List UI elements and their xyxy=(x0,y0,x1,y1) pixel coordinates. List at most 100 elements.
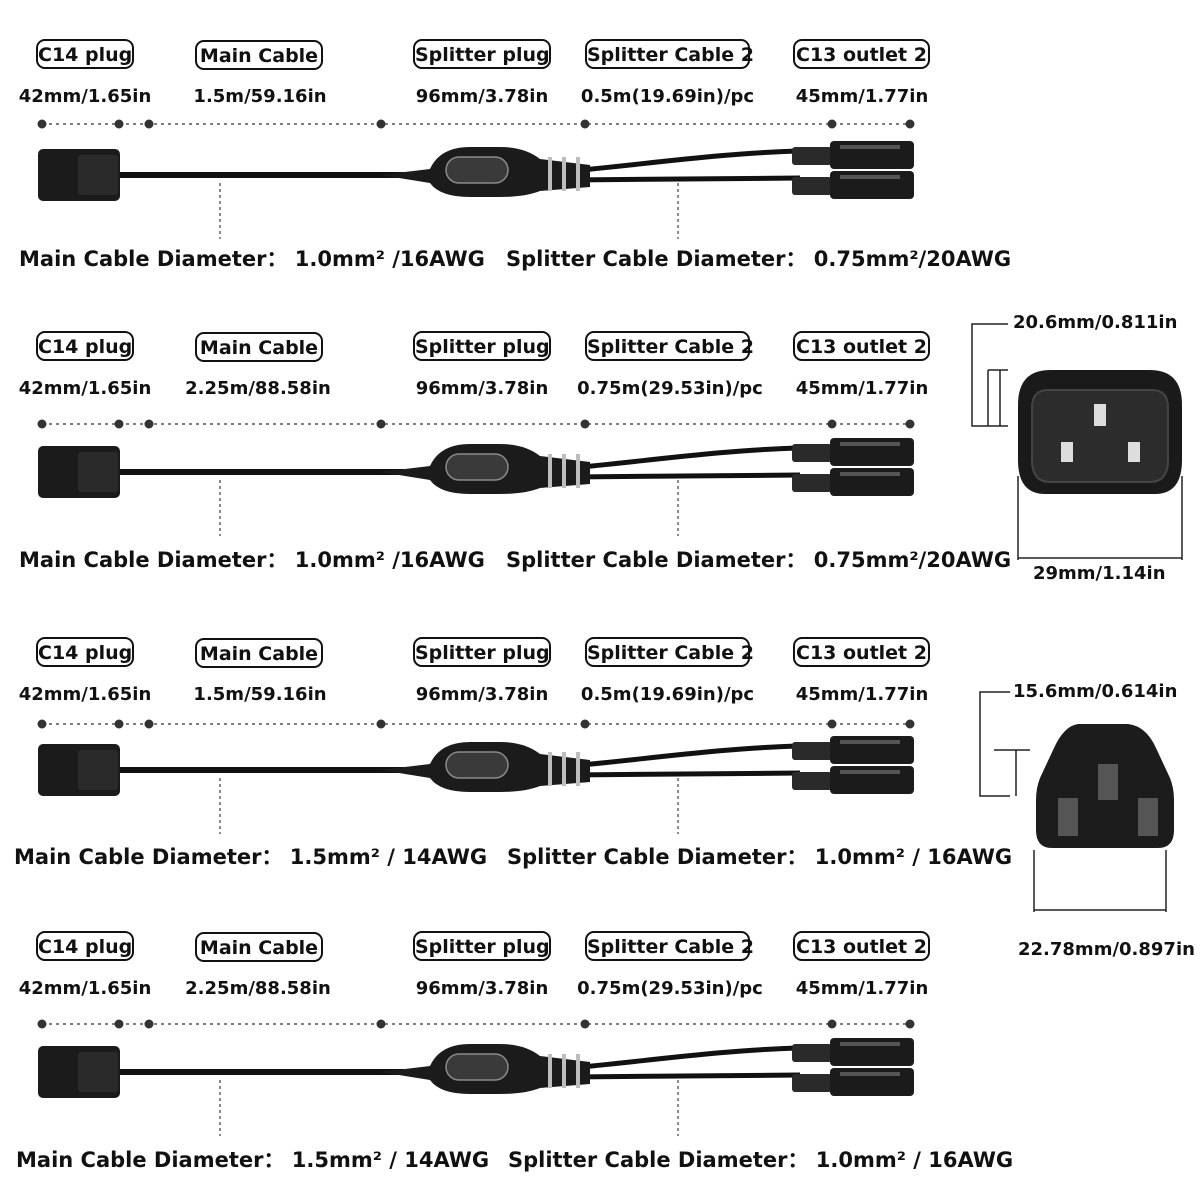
main-cable-length: 1.5m/59.16in xyxy=(193,86,327,107)
c13-outlet-lower-highlight xyxy=(840,472,900,476)
c13-outlet-label: C13 outlet 2 xyxy=(793,637,930,667)
main-cable-label: Main Cable xyxy=(195,332,323,362)
cable-variant-1: C14 plug Main Cable Splitter plug Splitt… xyxy=(0,0,1200,300)
c13-earth-slot xyxy=(1098,764,1118,800)
measurement-marker xyxy=(905,1019,915,1029)
measurement-marker xyxy=(144,1019,154,1029)
c13-connector-face xyxy=(979,691,1174,912)
c14-plug-label: C14 plug xyxy=(36,637,134,667)
splitter-cable-upper xyxy=(569,148,801,174)
splitter-cable-diameter: Splitter Cable Diameter： 0.75mm²/20AWG xyxy=(506,548,1012,572)
measurement-marker xyxy=(114,1019,124,1029)
cable-drawing xyxy=(37,719,915,834)
c13-outlet-lower-strain-relief xyxy=(792,1074,832,1092)
c13-outlet-lower-strain-relief xyxy=(792,772,832,790)
c14-plug-length: 42mm/1.65in xyxy=(18,978,152,999)
measurement-marker xyxy=(114,419,124,429)
splitter-cable-length: 0.75m(29.53in)/pc xyxy=(577,978,763,999)
main-cable-diameter: Main Cable Diameter： 1.5mm² / 14AWG xyxy=(14,845,488,869)
c13-outlet-upper-highlight xyxy=(840,145,900,149)
splitter-plug-grip xyxy=(576,157,580,191)
splitter-plug-length: 96mm/3.78in xyxy=(415,978,549,999)
cable-variant-2: C14 plug Main Cable Splitter plug Splitt… xyxy=(0,300,1200,600)
cable-variant-3: C14 plug Main Cable Splitter plug Splitt… xyxy=(0,600,1200,900)
measurement-marker xyxy=(37,1019,47,1029)
c14-plug-label: C14 plug xyxy=(36,931,134,961)
main-cable-length: 1.5m/59.16in xyxy=(193,684,327,705)
c13-left-slot xyxy=(1058,798,1078,836)
splitter-plug-grip xyxy=(576,752,580,786)
measurement-marker xyxy=(114,719,124,729)
c14-plug-length: 42mm/1.65in xyxy=(18,378,152,399)
splitter-cable-label: Splitter Cable 2 xyxy=(585,39,754,69)
cable-drawing xyxy=(37,419,915,536)
c13-outlet-upper-highlight xyxy=(840,740,900,744)
splitter-plug-grip xyxy=(576,1054,580,1088)
main-cable-label: Main Cable xyxy=(195,40,323,70)
measurement-marker xyxy=(580,1019,590,1029)
splitter-plug-grip xyxy=(562,157,566,191)
splitter-cable-length: 0.5m(19.69in)/pc xyxy=(580,684,755,705)
measurement-marker xyxy=(376,419,386,429)
splitter-cable-diameter: Splitter Cable Diameter： 0.75mm²/20AWG xyxy=(506,247,1012,271)
splitter-plug-length: 96mm/3.78in xyxy=(415,684,549,705)
main-cable-diameter: Main Cable Diameter： 1.5mm² / 14AWG xyxy=(16,1148,490,1172)
splitter-cable-diameter: Splitter Cable Diameter： 1.0mm² / 16AWG xyxy=(508,1148,1014,1172)
measurement-marker xyxy=(580,719,590,729)
c14-left-pin xyxy=(1061,442,1073,462)
splitter-plug-grip xyxy=(548,454,552,488)
splitter-plug-label: Splitter plug xyxy=(413,331,551,361)
c14-height-label: 29mm/1.14in xyxy=(1033,563,1166,584)
main-cable-label: Main Cable xyxy=(195,638,323,668)
c14-plug-collar xyxy=(78,452,118,492)
splitter-cable-lower xyxy=(569,1072,801,1080)
c13-right-slot xyxy=(1138,798,1158,836)
splitter-plug-grip xyxy=(562,752,566,786)
splitter-plug-badge xyxy=(445,453,509,481)
c14-plug-collar xyxy=(78,1052,118,1092)
splitter-plug-length: 96mm/3.78in xyxy=(415,86,549,107)
splitter-cable-upper xyxy=(569,743,801,769)
c13-outlet-upper-highlight xyxy=(840,1042,900,1046)
splitter-cable-label: Splitter Cable 2 xyxy=(585,931,754,961)
splitter-plug-grip xyxy=(576,454,580,488)
c13-width-label: 15.6mm/0.614in xyxy=(1013,681,1178,702)
c13-outlet-lower-highlight xyxy=(840,175,900,179)
c13-outlet-upper-highlight xyxy=(840,442,900,446)
c13-outlet-length: 45mm/1.77in xyxy=(795,684,929,705)
splitter-plug-label: Splitter plug xyxy=(413,931,551,961)
splitter-plug-badge xyxy=(445,1053,509,1081)
measurement-marker xyxy=(376,719,386,729)
c13-outlet-length: 45mm/1.77in xyxy=(795,378,929,399)
main-cable-diameter: Main Cable Diameter： 1.0mm² /16AWG xyxy=(19,548,485,572)
measurement-marker xyxy=(827,119,837,129)
measurement-marker xyxy=(827,1019,837,1029)
c13-outlet-upper-strain-relief xyxy=(792,147,832,165)
measurement-marker xyxy=(905,719,915,729)
c14-width-label: 20.6mm/0.811in xyxy=(1013,312,1178,333)
measurement-marker xyxy=(905,419,915,429)
measurement-marker xyxy=(37,419,47,429)
cable-variant-4: C14 plug Main Cable Splitter plug Splitt… xyxy=(0,900,1200,1200)
c13-outlet-upper-strain-relief xyxy=(792,444,832,462)
splitter-cable-upper xyxy=(569,1045,801,1071)
c14-plug-label: C14 plug xyxy=(36,331,134,361)
splitter-cable-lower xyxy=(569,472,801,480)
c13-outlet-upper-strain-relief xyxy=(792,742,832,760)
c13-outlet-length: 45mm/1.77in xyxy=(795,86,929,107)
measurement-marker xyxy=(580,119,590,129)
measurement-marker xyxy=(376,119,386,129)
c13-height-label: 22.78mm/0.897in xyxy=(1018,939,1195,960)
c13-outlet-lower-strain-relief xyxy=(792,474,832,492)
c13-outlet-lower-highlight xyxy=(840,770,900,774)
cable-drawing xyxy=(37,1019,915,1136)
splitter-plug-badge xyxy=(445,751,509,779)
splitter-plug-badge xyxy=(445,156,509,184)
measurement-marker xyxy=(144,119,154,129)
c13-outlet-label: C13 outlet 2 xyxy=(793,931,930,961)
measurement-marker xyxy=(114,119,124,129)
splitter-plug-grip xyxy=(562,1054,566,1088)
main-cable-length: 2.25m/88.58in xyxy=(185,378,331,399)
c14-plug-length: 42mm/1.65in xyxy=(18,684,152,705)
c14-plug-collar xyxy=(78,750,118,790)
